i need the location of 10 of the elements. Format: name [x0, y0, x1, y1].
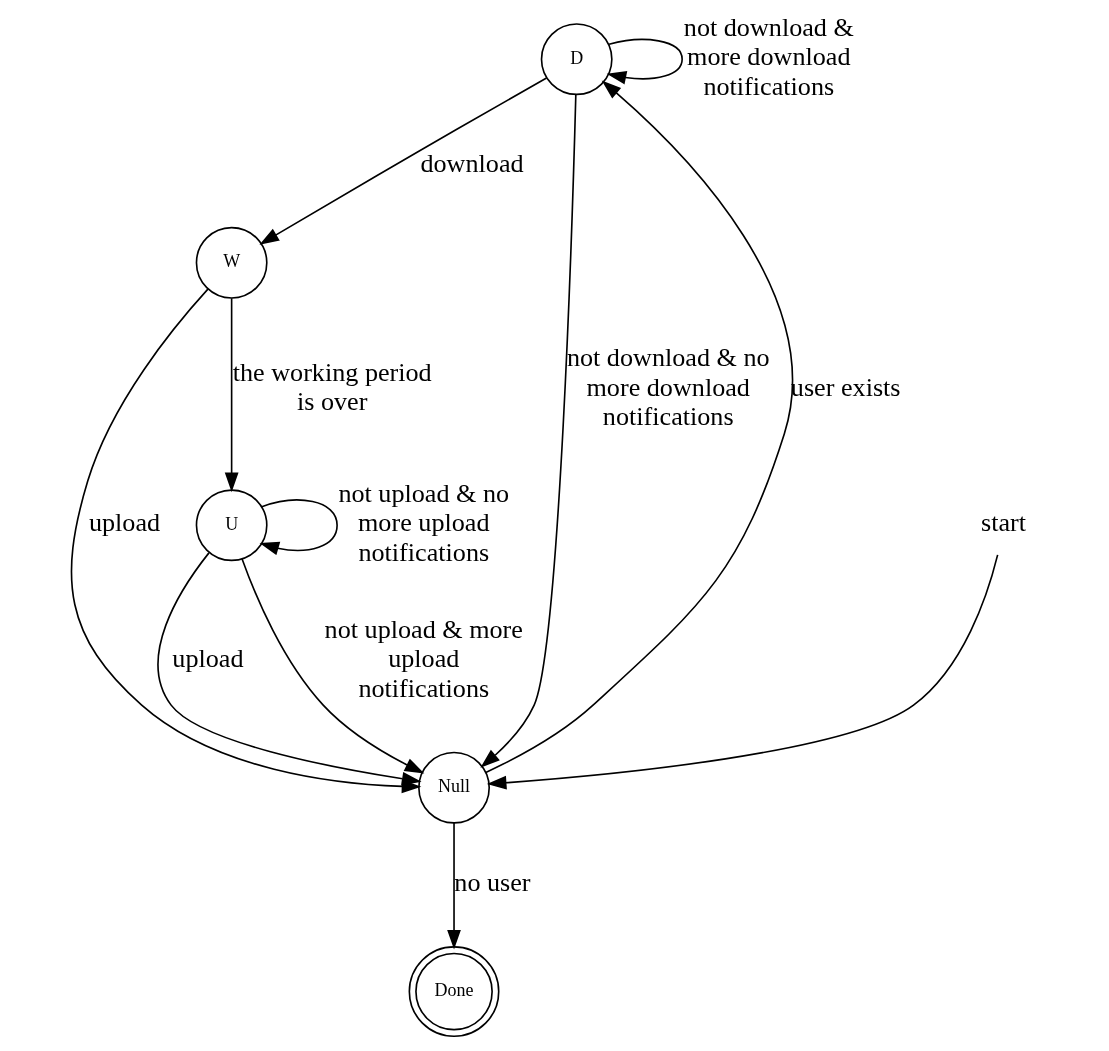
- edge-label: download: [419, 148, 524, 178]
- edge-label: upload: [171, 644, 244, 674]
- edge-label: no user: [453, 868, 531, 898]
- edge-label: not download & no more download notifications: [566, 343, 770, 432]
- edge-label: upload: [88, 508, 160, 538]
- node-text: start: [980, 508, 1026, 538]
- edge-label: the working period is over: [232, 358, 432, 417]
- edge-label: not download & more download notifications: [683, 12, 854, 101]
- edge-label: not upload & no more upload notifications: [337, 479, 509, 567]
- edge-label: not upload & more upload notifications: [324, 614, 523, 703]
